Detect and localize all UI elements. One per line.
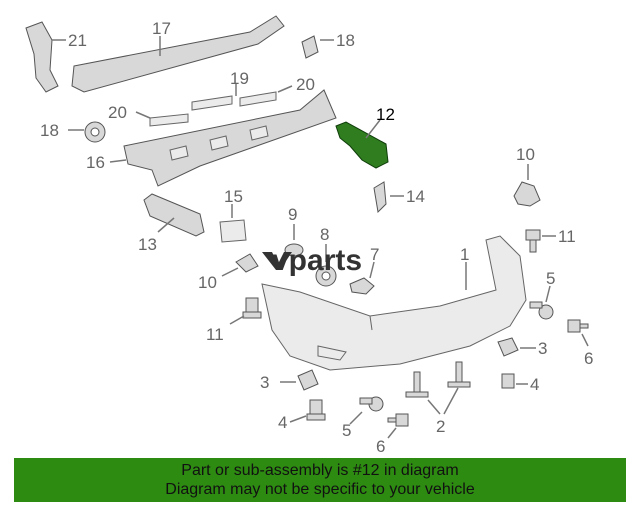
part-18-clip-left: 18 <box>40 121 106 143</box>
callout-9: 9 <box>288 205 297 224</box>
part-8-washer: 8 <box>315 225 337 287</box>
info-banner: Part or sub-assembly is #12 in diagram D… <box>14 458 626 502</box>
part-4-bolt-right: 4 <box>501 373 539 394</box>
callout-10-right: 10 <box>516 145 535 164</box>
part-10-retainer-right: 10 <box>513 145 541 207</box>
callout-16: 16 <box>86 153 105 172</box>
callout-4-left: 4 <box>278 413 287 432</box>
part-3-nut-left: 3 <box>260 369 319 392</box>
part-16-energy-absorber: 16 <box>86 89 337 187</box>
callout-11-right: 11 <box>558 227 576 246</box>
part-10-retainer-left: 10 <box>198 253 259 292</box>
part-5-screw-right: 5 <box>529 269 555 320</box>
callout-12: 12 <box>376 105 395 124</box>
callout-6-left: 6 <box>376 437 385 456</box>
part-14-clip: 14 <box>373 181 425 214</box>
part-4-bolt-left: 4 <box>278 399 326 432</box>
callout-5-left: 5 <box>342 421 351 440</box>
callout-10-left: 10 <box>198 273 217 292</box>
part-3-nut-right: 3 <box>497 337 547 358</box>
part-7-sensor: 7 <box>349 245 379 295</box>
callout-14: 14 <box>406 187 425 206</box>
part-11-bolt-right: 11 <box>525 227 576 253</box>
callout-3-right: 3 <box>538 339 547 358</box>
part-15-bracket: 15 <box>219 187 247 243</box>
callout-4-right: 4 <box>530 375 539 394</box>
callout-11-left: 11 <box>206 325 224 344</box>
callout-3-left: 3 <box>260 373 269 392</box>
callout-13: 13 <box>138 235 157 254</box>
vparts-watermark-logo: vparts <box>262 244 362 277</box>
callout-7: 7 <box>370 245 379 264</box>
part-6-screw-right: 6 <box>567 319 593 368</box>
callout-20-right: 20 <box>296 75 315 94</box>
part-19-20-retainers: 20 19 20 <box>108 69 315 127</box>
callout-8: 8 <box>320 225 329 244</box>
callout-1: 1 <box>460 245 469 264</box>
callout-6-right: 6 <box>584 349 593 368</box>
callout-18-left: 18 <box>40 121 59 140</box>
callout-15: 15 <box>224 187 243 206</box>
callout-20-left: 20 <box>108 103 127 122</box>
callout-19: 19 <box>230 69 249 88</box>
part-12-bracket-highlighted: 12 <box>335 105 395 169</box>
part-18-clip-top: 18 <box>301 31 355 59</box>
watermark-text: vparts <box>272 244 362 277</box>
exploded-parts-diagram: 21 17 18 20 19 20 16 18 <box>25 15 593 456</box>
banner-line-disclaimer: Diagram may not be specific to your vehi… <box>165 481 475 498</box>
banner-line-part-number: Part or sub-assembly is #12 in diagram <box>181 462 459 479</box>
part-6-screw-left: 6 <box>376 413 409 456</box>
part-13-side-support: 13 <box>138 193 205 254</box>
part-17-reinforcement: 17 <box>71 15 285 93</box>
part-21-side-bracket: 21 <box>25 21 87 93</box>
callout-18-top: 18 <box>336 31 355 50</box>
part-1-bumper-cover: 1 <box>261 235 527 371</box>
callout-17: 17 <box>152 19 171 38</box>
part-2-push-clips: 2 <box>405 361 471 436</box>
callout-5-right: 5 <box>546 269 555 288</box>
part-5-screw-left: 5 <box>342 396 384 440</box>
part-11-bolt-left: 11 <box>206 297 262 344</box>
callout-21: 21 <box>68 31 87 50</box>
callout-2: 2 <box>436 417 445 436</box>
